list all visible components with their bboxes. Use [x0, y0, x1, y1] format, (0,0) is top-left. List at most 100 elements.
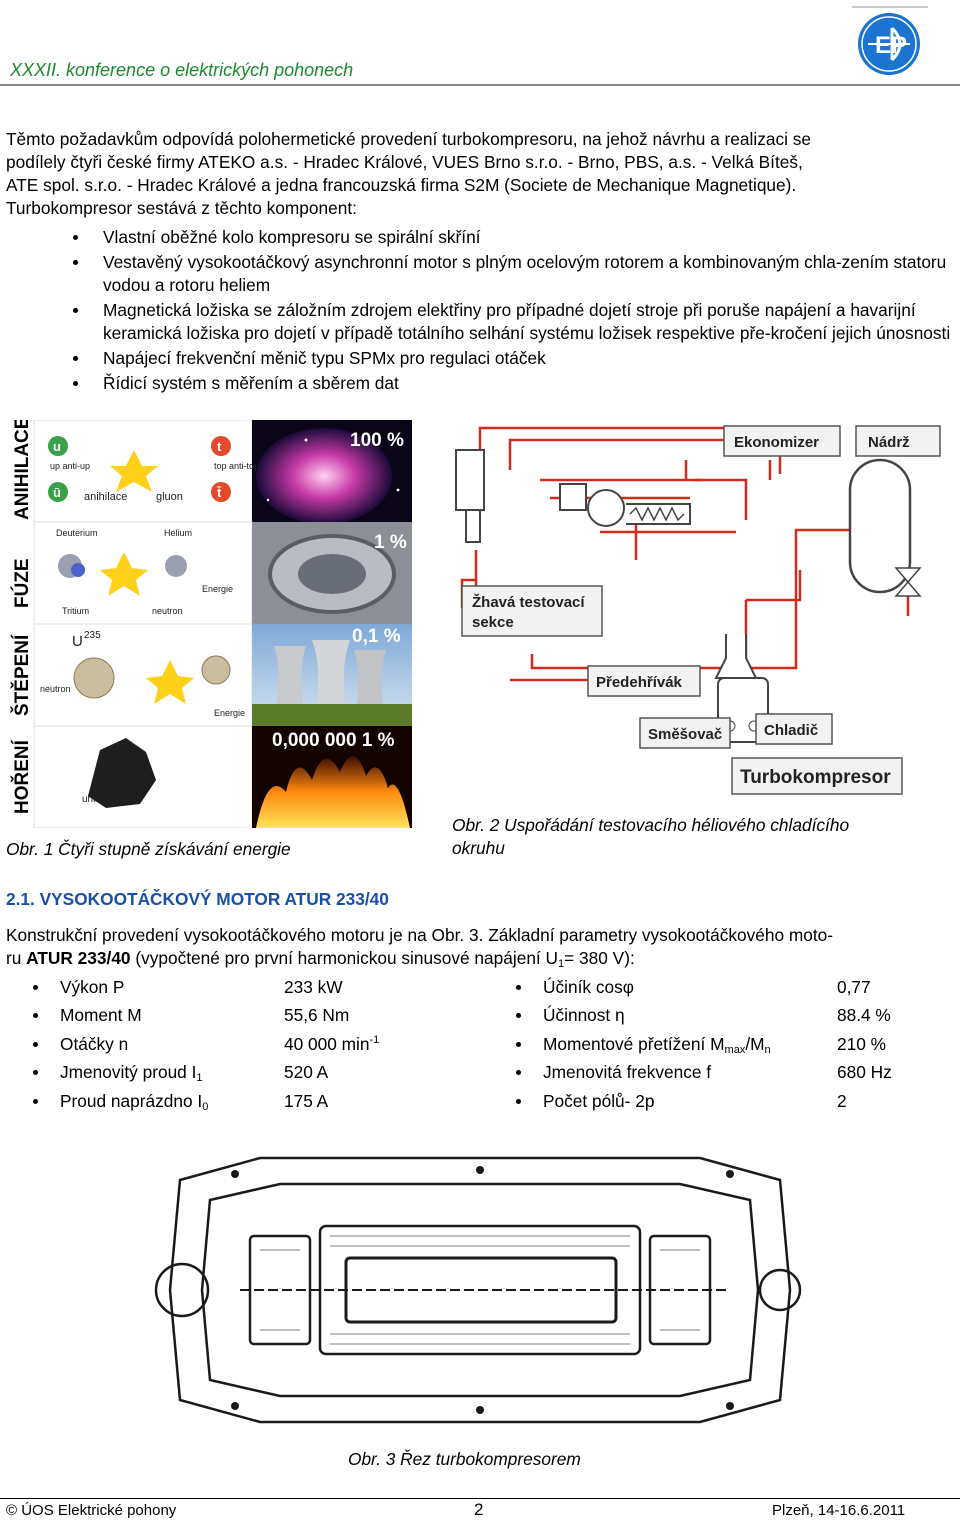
preheater-vessel	[714, 634, 758, 679]
pipe-network	[460, 426, 908, 682]
economizer-box	[723, 425, 841, 457]
header-title: XXXII. konference o elektrických pohonec…	[10, 60, 354, 80]
svg-text:t: t	[217, 439, 222, 454]
svg-text:neutron: neutron	[152, 606, 183, 616]
heater-coil	[629, 506, 685, 522]
figure3-caption: Obr. 3 Řez turbokompresorem	[348, 1449, 581, 1469]
svg-text:Žhavá testovací: Žhavá testovací	[472, 593, 585, 611]
logo-top-line	[852, 6, 928, 8]
helium-loop-diagram: Ekonomizer Nádrž Žhavá testovací sekce P…	[455, 425, 941, 795]
svg-text:Energie: Energie	[214, 708, 245, 718]
page-number: 2	[474, 1500, 484, 1519]
svg-text:HOŘENÍ: HOŘENÍ	[11, 739, 33, 814]
turbocompressor-box	[731, 757, 903, 795]
energy-stages-figure: u up anti-up ū anihilace gluon t top ant…	[11, 420, 412, 828]
housing-outline	[168, 1156, 792, 1424]
valve-block	[559, 483, 587, 511]
svg-text:Tritium: Tritium	[62, 606, 89, 616]
svg-text:235: 235	[84, 630, 101, 641]
svg-text:0,000 000 1 %: 0,000 000 1 %	[272, 730, 395, 751]
svg-text:u: u	[53, 439, 61, 454]
list-item: Řídicí systém s měřením a sběrem dat	[70, 372, 952, 395]
figure1-caption: Obr. 1 Čtyři stupně získávání energie	[6, 839, 291, 859]
svg-text:100 %: 100 %	[350, 430, 404, 451]
svg-text:Helium: Helium	[164, 528, 192, 538]
header-rule	[0, 84, 960, 86]
footer-left: © ÚOS Elektrické pohony	[6, 1502, 177, 1519]
svg-text:ANIHILACE: ANIHILACE	[12, 420, 33, 520]
list-item: Magnetická ložiska se záložním zdrojem e…	[70, 299, 952, 345]
svg-text:Směšovač: Směšovač	[648, 726, 722, 743]
svg-text:Energie: Energie	[202, 584, 233, 594]
impeller-end	[154, 1262, 210, 1318]
intro-line: ATE spol. s.r.o. - Hradec Králové a jedn…	[6, 175, 797, 195]
list-item: Napájecí frekvenční měnič typu SPMx pro …	[70, 347, 952, 370]
nebula-cloud	[256, 428, 392, 524]
intro-line: Těmto požadavkům odpovídá polohermetické…	[6, 129, 811, 149]
svg-text:Předehřívák: Předehřívák	[596, 674, 683, 691]
svg-text:U: U	[72, 633, 83, 650]
mixer-box	[639, 717, 731, 749]
svg-text:0,1 %: 0,1 %	[352, 626, 401, 647]
list-item: Vlastní oběžné kolo kompresoru se spirál…	[70, 226, 952, 249]
svg-text:Ekonomizer: Ekonomizer	[734, 434, 819, 451]
section-title: 2.1. VYSOKOOTÁČKOVÝ MOTOR ATUR 233/40	[6, 889, 389, 909]
figure2-caption-line: okruhu	[452, 838, 505, 858]
svg-text:ū: ū	[53, 485, 61, 500]
svg-text:anihilace: anihilace	[84, 491, 127, 503]
figure2-caption: Obr. 2 Uspořádání testovacího héliového …	[452, 814, 849, 860]
svg-text:top anti-top: top anti-top	[214, 461, 259, 471]
hot-section-box	[461, 585, 603, 637]
cooler-box	[755, 713, 833, 745]
svg-text:Chladič: Chladič	[764, 722, 818, 739]
svg-text:t̄: t̄	[217, 485, 222, 500]
component-list: Vlastní oběžné kolo kompresoru se spirál…	[70, 226, 952, 397]
svg-text:FÚZE: FÚZE	[11, 558, 33, 608]
svg-text:ŠTĚPENÍ: ŠTĚPENÍ	[11, 634, 33, 716]
coal-lump	[88, 738, 156, 808]
conference-logo: EP	[858, 13, 920, 75]
preheater-box	[587, 665, 701, 697]
footer-rule	[0, 1498, 960, 1499]
right-bearing	[648, 1234, 712, 1346]
motor-paragraph-line: Konstrukční provedení vysokootáčkového m…	[6, 925, 834, 945]
svg-text:Nádrž: Nádrž	[868, 434, 910, 451]
svg-text:neutron: neutron	[40, 684, 71, 694]
svg-text:gluon: gluon	[156, 491, 183, 503]
bolt-holes	[231, 1166, 734, 1414]
logo-letters: EP	[875, 32, 907, 59]
reactor-vessel	[455, 449, 485, 511]
motor-paragraph-line: ru ATUR 233/40 (vypočtené pro první harm…	[6, 948, 635, 970]
svg-text:uhlí: uhlí	[82, 794, 98, 805]
svg-text:1 %: 1 %	[374, 532, 407, 553]
left-bearing	[248, 1234, 312, 1346]
heat-exchanger	[587, 489, 625, 527]
svg-text:Turbokompresor: Turbokompresor	[740, 767, 891, 788]
turbocompressor-cutaway	[154, 1156, 802, 1424]
section-hatching	[260, 1235, 700, 1345]
footer-right: Plzeň, 14-16.6.2011	[772, 1502, 906, 1519]
svg-text:sekce: sekce	[472, 614, 514, 631]
figure2-caption-line: Obr. 2 Uspořádání testovacího héliového …	[452, 815, 850, 835]
svg-text:Deuterium: Deuterium	[56, 528, 98, 538]
tank-box	[855, 425, 941, 457]
svg-text:up anti-up: up anti-up	[50, 461, 90, 471]
motor-paragraph: Konstrukční provedení vysokootáčkového m…	[6, 924, 956, 970]
intro-line: podílely čtyři české firmy ATEKO a.s. - …	[6, 152, 803, 172]
list-item: Vestavěný vysokootáčkový asynchronní mot…	[70, 251, 952, 297]
intro-line: Turbokompresor sestává z těchto komponen…	[6, 198, 357, 218]
intro-paragraph: Těmto požadavkům odpovídá polohermetické…	[6, 128, 956, 220]
helium-tank	[848, 458, 912, 594]
